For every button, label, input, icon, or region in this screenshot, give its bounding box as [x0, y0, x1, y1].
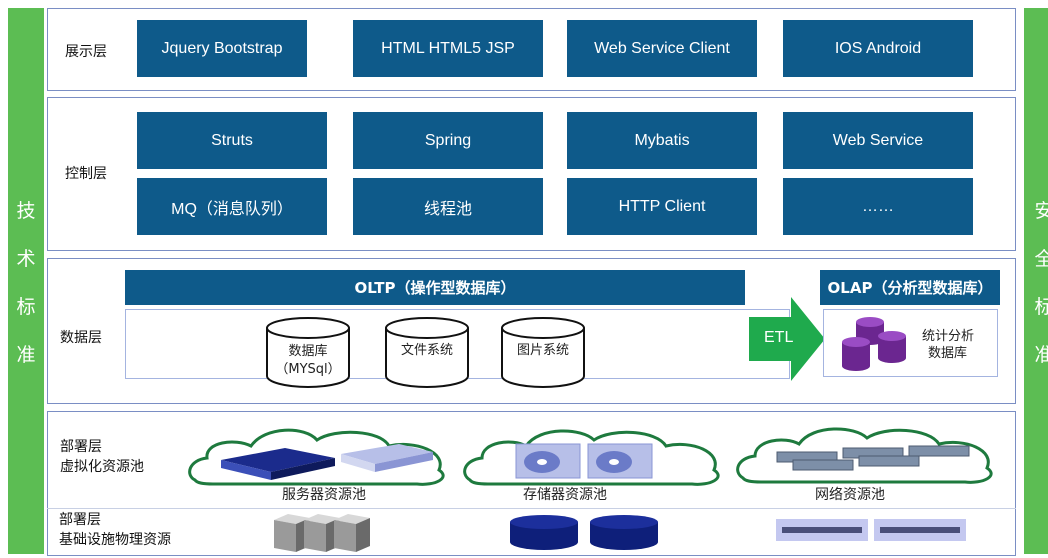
control-item-mq: MQ（消息队列） — [137, 178, 327, 235]
storage-pool-cloud-icon — [463, 429, 720, 486]
deploy-physical-label-1: 部署层 — [59, 512, 101, 528]
database-label: 数据库 — [288, 344, 328, 359]
presentation-item-1: Jquery Bootstrap — [137, 20, 307, 77]
deploy-physical-label-2: 基础设施物理资源 — [59, 532, 171, 548]
database-sublabel: （MYSql） — [275, 362, 341, 377]
etl-label: ETL — [764, 329, 794, 346]
deploy-virtual-label-2: 虚拟化资源池 — [60, 459, 144, 475]
security-standard-char-3: 标 — [1034, 296, 1048, 318]
storage-pool-label: 存储器资源池 — [523, 487, 607, 503]
tech-standard-bar: 技 术 标 准 — [8, 8, 44, 554]
physical-storage-disk-icon — [510, 515, 658, 550]
file-system-label: 文件系统 — [400, 343, 453, 358]
analytics-database-icon — [842, 317, 906, 371]
oltp-banner: OLTP（操作型数据库） — [125, 270, 745, 305]
deploy-virtual-label-1: 部署层 — [60, 439, 102, 455]
tech-standard-char-3: 标 — [16, 296, 36, 318]
control-item-struts: Struts — [137, 112, 327, 169]
control-item-thread-pool: 线程池 — [353, 178, 543, 235]
file-system-cylinder-icon — [385, 317, 469, 388]
presentation-item-3: Web Service Client — [567, 20, 757, 77]
data-layer-label: 数据层 — [60, 330, 102, 346]
presentation-layer-panel: 展示层 Jquery Bootstrap HTML HTML5 JSP Web … — [47, 8, 1016, 91]
etl-arrow-icon — [749, 297, 825, 381]
deploy-divider — [47, 508, 1016, 509]
control-item-http-client: HTTP Client — [567, 178, 757, 235]
network-pool-label: 网络资源池 — [815, 487, 885, 503]
security-standard-char-1: 安 — [1034, 200, 1048, 222]
oltp-box: 数据库 （MYSql） 文件系统 图片系统 — [125, 309, 790, 388]
server-pool-cloud-icon — [188, 428, 445, 486]
control-layer-panel: 控制层 Struts Spring Mybatis Web Service MQ… — [47, 97, 1016, 251]
control-item-web-service: Web Service — [783, 112, 973, 169]
olap-label-line2: 数据库 — [928, 346, 968, 361]
image-system-label: 图片系统 — [516, 343, 569, 358]
control-layer-label: 控制层 — [65, 166, 107, 182]
database-cylinder-icon — [266, 317, 350, 388]
olap-banner: OLAP（分析型数据库） — [820, 270, 1000, 305]
tech-standard-char-1: 技 — [16, 200, 36, 222]
presentation-layer-label: 展示层 — [65, 44, 107, 60]
control-item-more: …… — [783, 178, 973, 235]
tech-standard-char-4: 准 — [16, 344, 36, 366]
control-item-mybatis: Mybatis — [567, 112, 757, 169]
olap-label-line1: 统计分析 — [922, 329, 975, 344]
olap-box: 统计分析 数据库 — [823, 309, 998, 377]
physical-server-rack-icon — [274, 514, 370, 552]
network-pool-cloud-icon — [736, 427, 993, 484]
security-standard-char-4: 准 — [1034, 344, 1048, 366]
physical-network-switch-icon — [776, 519, 966, 541]
security-standard-char-2: 全 — [1034, 248, 1048, 270]
control-item-spring: Spring — [353, 112, 543, 169]
presentation-item-2: HTML HTML5 JSP — [353, 20, 543, 77]
security-standard-bar: 安 全 标 准 — [1024, 8, 1048, 554]
tech-standard-char-2: 术 — [16, 248, 36, 270]
image-system-cylinder-icon — [501, 317, 585, 388]
data-layer-panel: 数据层 OLTP（操作型数据库） 数据库 （MYSql） 文件系统 图片系统 E… — [47, 258, 1016, 404]
server-pool-label: 服务器资源池 — [282, 487, 366, 503]
presentation-item-4: IOS Android — [783, 20, 973, 77]
